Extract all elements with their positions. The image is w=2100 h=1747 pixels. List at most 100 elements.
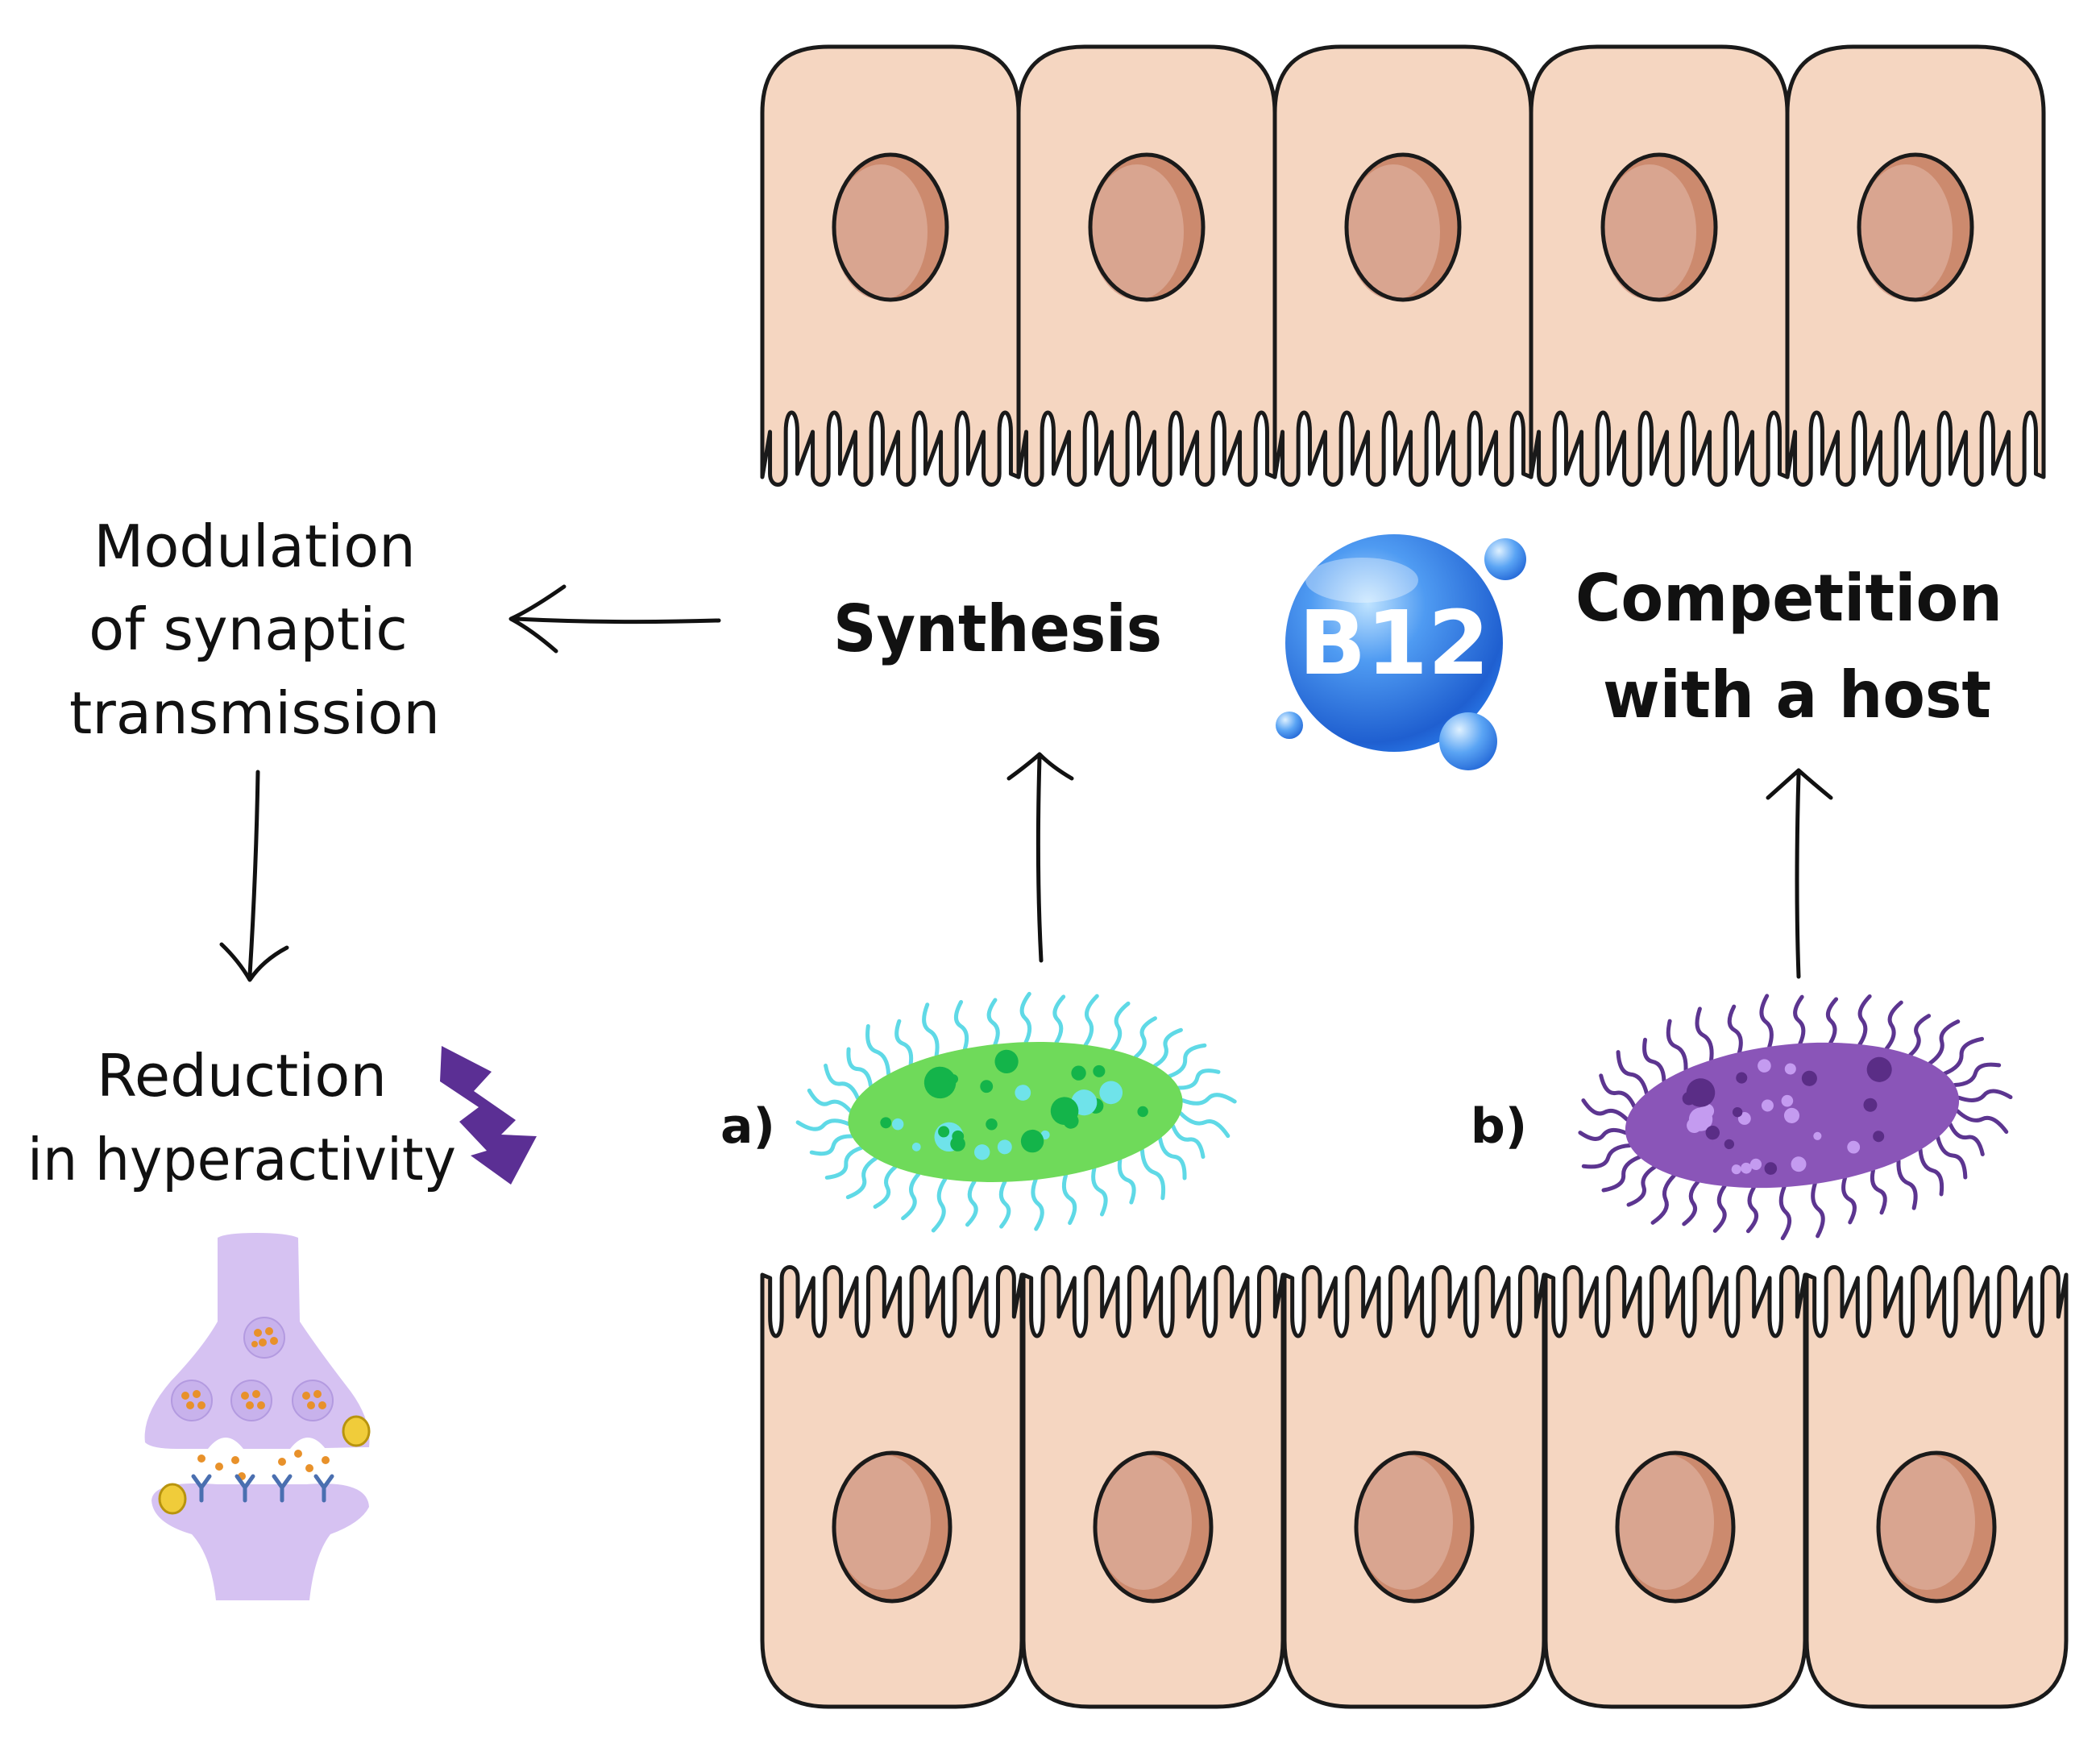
- epithelial-cell-top-4: [1529, 44, 1790, 487]
- cilium-icon: [1581, 1098, 1629, 1122]
- synapse-icon: [144, 1233, 371, 1600]
- cilium-icon: [1943, 1036, 1985, 1076]
- competition-line-2: with a host: [1603, 658, 1991, 732]
- cilium-icon: [1811, 1181, 1825, 1239]
- cilium-icon: [845, 1156, 878, 1200]
- cilium-icon: [1180, 1093, 1237, 1106]
- cilium-icon: [1091, 1166, 1108, 1217]
- nucleus-icon: [1354, 1450, 1475, 1604]
- cilium-icon: [1918, 1147, 1944, 1197]
- cilium-icon: [1616, 1050, 1649, 1095]
- cilium-icon: [1928, 1019, 1961, 1065]
- cilium-icon: [1019, 991, 1032, 1044]
- cilium-icon: [1896, 1159, 1918, 1210]
- modulation-label: Modulation of synaptic transmission: [69, 512, 440, 747]
- modulation-line-1: Modulation: [93, 512, 416, 580]
- cilium-icon: [1158, 1136, 1187, 1181]
- receptor-icons: [191, 1474, 334, 1503]
- channel-icons: [158, 1415, 371, 1515]
- nucleus-icon: [832, 152, 949, 302]
- arrow-bacterium-b-to-competition: [1766, 768, 1833, 979]
- cilium-icon: [1745, 1185, 1759, 1234]
- cilium-icon: [901, 1172, 921, 1221]
- reduction-label: Reduction in hyperactivity: [27, 1042, 456, 1193]
- cilium-icon: [1171, 1123, 1206, 1160]
- cilium-icon: [986, 998, 1000, 1047]
- cilium-icon: [824, 1146, 864, 1180]
- lightning-down-icon: [440, 1046, 537, 1185]
- cilium-icon: [1957, 1089, 2013, 1102]
- nucleus-icon: [1344, 152, 1462, 302]
- cilium-icon: [1759, 994, 1774, 1049]
- competition-line-1: Competition: [1575, 561, 2002, 636]
- arrow-bacterium-a-to-synthesis: [1006, 752, 1074, 963]
- cilium-icon: [1578, 1127, 1628, 1141]
- cilium-icon: [1061, 1173, 1077, 1226]
- cilium-icon: [1117, 1158, 1136, 1205]
- epithelial-cell-top-1: [760, 44, 1021, 487]
- epithelial-cell-top-3: [1272, 44, 1533, 487]
- cilium-icon: [1793, 994, 1806, 1046]
- reduction-line-2: in hyperactivity: [27, 1126, 456, 1193]
- cilium-icon: [1167, 1043, 1207, 1078]
- epithelial-cell-top-5: [1785, 44, 2046, 487]
- cilium-icon: [1110, 1001, 1131, 1052]
- cilium-icon: [1870, 1168, 1887, 1215]
- nucleus-icon: [1093, 1450, 1214, 1604]
- nucleus-icon: [1088, 152, 1206, 302]
- cilium-icon: [1948, 1122, 1985, 1156]
- panel-a-label: a): [720, 1098, 775, 1155]
- cilium-icon: [1052, 994, 1066, 1045]
- b12-label: B12: [1299, 591, 1490, 695]
- nucleus-icon: [1857, 152, 1974, 302]
- cilium-icon: [1936, 1135, 1968, 1180]
- cilium-icon: [953, 999, 969, 1051]
- cilium-icon: [1031, 1177, 1044, 1231]
- top-epithelium: [760, 44, 2046, 487]
- cilium-icon: [1841, 1176, 1857, 1225]
- nucleus-icon: [1615, 1450, 1736, 1604]
- arrow-synthesis-to-modulation: [508, 584, 721, 654]
- nucleus-icon: [1876, 1450, 1997, 1604]
- cilium-icon: [809, 1134, 854, 1156]
- reduction-line-1: Reduction: [97, 1042, 387, 1110]
- bacterium-a-icon: [795, 991, 1237, 1233]
- bacterium-b-icon: [1578, 994, 2013, 1241]
- epithelial-cell-bottom-4: [1543, 1265, 1807, 1709]
- modulation-line-2: of synaptic: [89, 595, 408, 663]
- b12-sphere-icon: B12: [1276, 534, 1526, 770]
- nucleus-icon: [1600, 152, 1718, 302]
- cilium-icon: [1601, 1155, 1641, 1193]
- epithelial-cell-bottom-5: [1804, 1265, 2069, 1709]
- modulation-line-3: transmission: [69, 679, 440, 747]
- cilium-icon: [1642, 1037, 1666, 1083]
- cilium-icon: [894, 1019, 914, 1066]
- epithelial-cell-top-2: [1016, 44, 1277, 487]
- cilium-icon: [1727, 1004, 1743, 1055]
- panel-b-label: b): [1471, 1098, 1527, 1155]
- epithelial-cell-bottom-3: [1282, 1265, 1546, 1709]
- nucleus-icon: [832, 1450, 952, 1604]
- cilium-icon: [998, 1180, 1011, 1229]
- cilium-icon: [795, 1118, 851, 1131]
- cilium-icon: [1083, 994, 1099, 1048]
- cilium-icon: [1178, 1110, 1231, 1139]
- cilium-icon: [931, 1176, 948, 1233]
- cilium-icon: [1666, 1019, 1688, 1072]
- cilium-icon: [1599, 1073, 1637, 1109]
- cilium-icon: [1177, 1069, 1221, 1090]
- vesicle-icons: [171, 1317, 334, 1480]
- cilium-icon: [922, 1002, 940, 1058]
- cilium-icon: [824, 1063, 860, 1101]
- cilium-icon: [1682, 1180, 1700, 1226]
- cilium-icon: [1712, 1184, 1727, 1233]
- bottom-epithelium: [760, 1265, 2069, 1709]
- synthesis-label: Synthesis: [833, 591, 1162, 666]
- epithelial-cell-bottom-1: [760, 1265, 1024, 1709]
- competition-label: Competition with a host: [1575, 561, 2002, 732]
- cilium-icon: [1825, 997, 1839, 1045]
- cilium-icon: [807, 1088, 853, 1114]
- cilium-icon: [1908, 1014, 1932, 1057]
- cilium-icon: [1626, 1165, 1657, 1207]
